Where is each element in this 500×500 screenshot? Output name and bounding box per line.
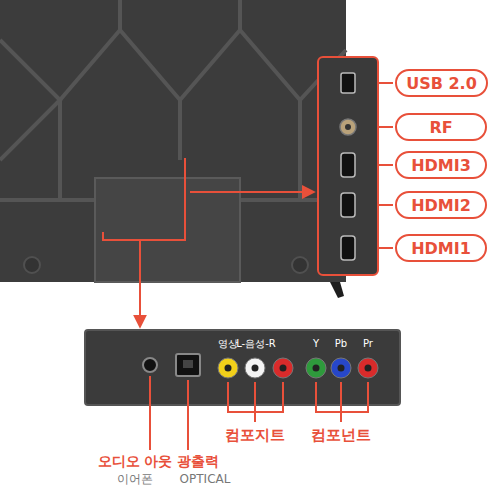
mount-hole [24, 257, 40, 273]
rca-red [273, 358, 293, 378]
rca-red [358, 358, 378, 378]
port-name: HDMI2 [411, 196, 471, 215]
port-label-pill: HDMI1 [395, 234, 487, 262]
hdmi-port [341, 193, 355, 217]
tv-back [0, 0, 346, 282]
connector-label: 영상 [218, 338, 238, 349]
stand-leg [330, 282, 344, 298]
side-ports [340, 73, 356, 260]
optical-port [176, 354, 200, 376]
connector-label: Pr [363, 338, 373, 349]
bottom-ports [143, 354, 378, 378]
rf-port [340, 119, 356, 135]
side-panel [318, 57, 378, 275]
port-label-pill: USB 2.0 [395, 69, 488, 97]
leader-lines [103, 83, 393, 326]
bottom-panel [85, 330, 400, 405]
back-pattern [0, 0, 346, 200]
port-sublabel: 이어폰 [117, 473, 153, 486]
port-name: RF [429, 118, 452, 137]
rca-white [245, 358, 265, 378]
port-label-pill: HDMI3 [395, 151, 487, 179]
mount-hole [292, 257, 308, 273]
hdmi-port [341, 153, 355, 177]
group-label: 컴포지트 [225, 427, 285, 444]
port-label: 오디오 아웃 [98, 454, 173, 469]
port-name: HDMI1 [411, 239, 471, 258]
rca-blue [331, 358, 351, 378]
port-name: USB 2.0 [406, 74, 477, 93]
rear-recess [95, 178, 240, 282]
connector-label: Pb [335, 338, 347, 349]
group-label: 컴포넌트 [311, 427, 371, 444]
hdmi-port [341, 236, 355, 260]
port-name: HDMI3 [411, 156, 471, 175]
rf-pin [345, 124, 351, 130]
port-label-pill: RF [395, 113, 487, 141]
rca-yellow [218, 358, 238, 378]
earphone-jack [143, 358, 157, 372]
optical-port [183, 360, 193, 368]
rca-green [306, 358, 326, 378]
port-sublabel: OPTICAL [180, 473, 231, 486]
connector-label: Y [313, 338, 319, 349]
port-label-pill: HDMI2 [395, 191, 487, 219]
usb-port [341, 73, 355, 93]
connector-label: L-음성-R [236, 338, 276, 349]
port-label: 광출력 [177, 454, 219, 469]
